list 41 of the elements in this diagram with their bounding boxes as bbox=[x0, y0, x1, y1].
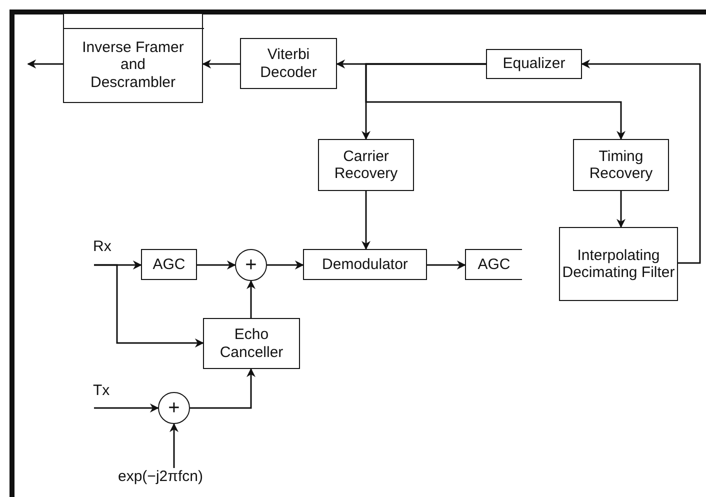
block-label: Carrier Recovery bbox=[333, 148, 399, 182]
arrow bbox=[581, 60, 701, 264]
arrow bbox=[427, 260, 466, 270]
process-box bbox=[141, 249, 197, 280]
process-box bbox=[318, 139, 414, 191]
arrow bbox=[190, 368, 256, 409]
plus-sign: + bbox=[245, 255, 257, 275]
block-label: Inverse Framer and Descrambler bbox=[81, 39, 185, 91]
block-label: AGC bbox=[478, 256, 510, 274]
signal-label: Rx bbox=[93, 238, 112, 256]
signal-label: exp(−j2πfcn) bbox=[118, 468, 203, 486]
arrow bbox=[246, 280, 256, 318]
summing-junction bbox=[235, 249, 267, 281]
process-box bbox=[559, 227, 678, 301]
signal-label: Tx bbox=[93, 382, 110, 400]
block-label: Echo Canceller bbox=[218, 326, 284, 361]
arrow bbox=[197, 260, 236, 270]
process-box bbox=[465, 249, 522, 280]
arrow bbox=[616, 191, 626, 228]
block-label: Equalizer bbox=[502, 55, 566, 73]
arrow bbox=[362, 191, 370, 250]
process-box bbox=[573, 139, 669, 191]
process-box bbox=[240, 38, 337, 89]
block-label: AGC bbox=[152, 256, 186, 274]
summing-junction bbox=[158, 392, 190, 424]
arrow bbox=[94, 264, 204, 348]
process-box bbox=[303, 249, 427, 280]
process-box bbox=[63, 14, 203, 103]
block-label: Viterbi Decoder bbox=[259, 46, 318, 81]
block-label: Demodulator bbox=[322, 256, 408, 274]
process-box bbox=[486, 49, 582, 79]
arrow bbox=[94, 404, 159, 412]
block-label: Interpolating Decimating Filter bbox=[561, 246, 676, 282]
arrow bbox=[170, 423, 178, 468]
plus-sign: + bbox=[168, 398, 180, 418]
arrow bbox=[267, 260, 304, 270]
process-box bbox=[203, 318, 300, 369]
arrow bbox=[365, 63, 626, 140]
arrow bbox=[202, 60, 240, 68]
block-label: Timing Recovery bbox=[588, 148, 654, 182]
arrow bbox=[27, 60, 63, 68]
